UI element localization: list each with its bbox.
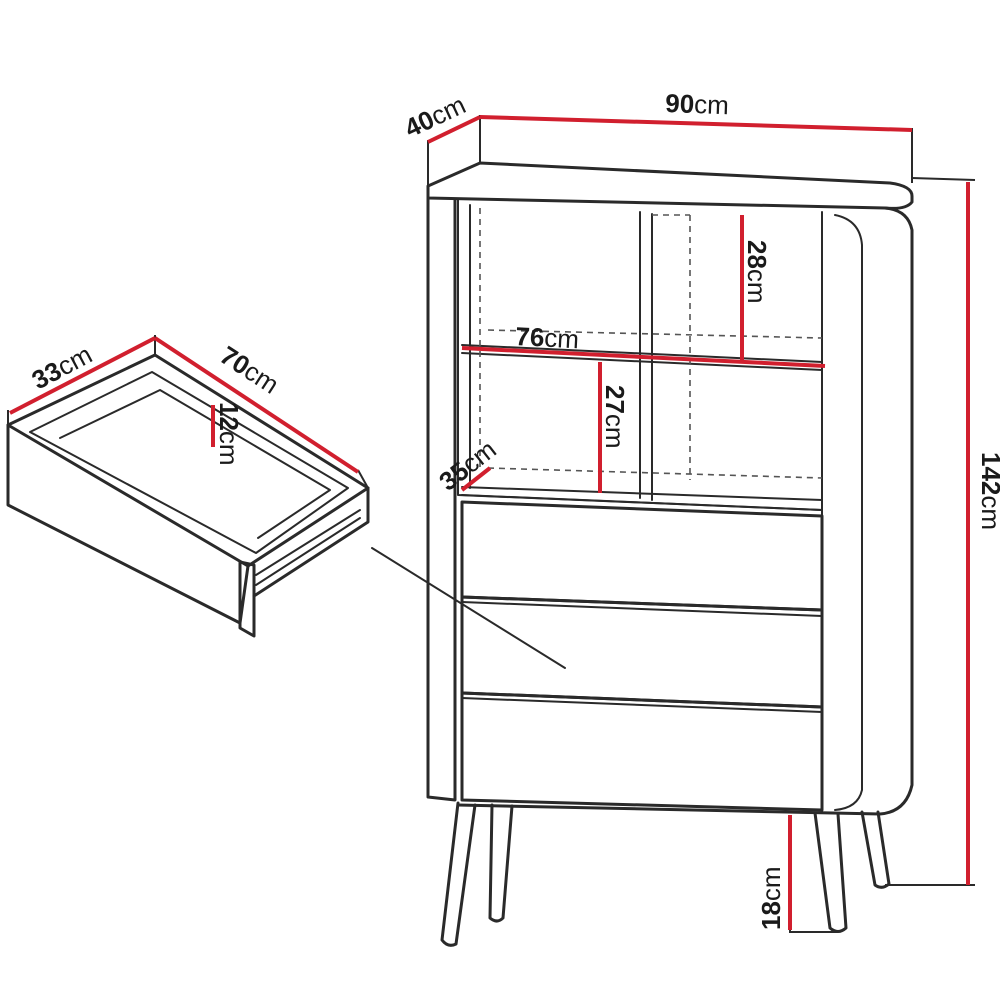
label-drawer-width: 70cm [215, 340, 285, 400]
label-cabinet-depth: 40cm [400, 89, 470, 143]
drawer-front-3 [460, 691, 824, 812]
dim-line-drawer-depth [9, 336, 156, 415]
dim-line-interior-width [461, 346, 826, 368]
label-shelf-lower: 27cm [600, 385, 630, 449]
drawer-box-inner [29, 371, 349, 554]
cabinet [426, 161, 914, 947]
drawer-box-inner-floor [59, 389, 331, 539]
drawer-box-right-face [252, 486, 370, 598]
drawer-gaps [461, 601, 823, 713]
leg-front-right [813, 811, 848, 933]
cabinet-left-side [426, 196, 457, 802]
cabinet-top [426, 161, 914, 210]
leg-front-left [440, 801, 477, 947]
cabinet-right-inner [834, 214, 863, 811]
dim-line-cabinet-depth [427, 115, 481, 144]
drawer-rail [255, 509, 361, 586]
label-cabinet-height: 142cm [976, 452, 1000, 530]
drawer-box-left-face [6, 423, 250, 625]
dim-line-shelf-depth [460, 466, 492, 492]
dimension-lines [7, 115, 976, 933]
drawer-detail [6, 353, 566, 669]
label-leg-height: 18cm [756, 866, 786, 930]
drawer-front-panel [238, 560, 256, 638]
leg-back-right [860, 810, 891, 889]
dim-line-cabinet-width [479, 115, 913, 132]
cabinet-right-side [456, 206, 914, 816]
label-interior-width: 76cm [515, 321, 580, 354]
hidden-edges [479, 208, 823, 480]
bottom-shelf [461, 486, 823, 511]
label-cabinet-width: 90cm [665, 88, 730, 120]
leg-back-left [488, 803, 514, 923]
shelf-board [461, 344, 823, 371]
label-drawer-height: 12cm [214, 402, 244, 466]
label-shelf-top: 28cm [742, 240, 772, 304]
drawer-callout-line [371, 547, 566, 669]
dim-line-drawer-width [153, 336, 360, 474]
drawer-front-1 [460, 500, 824, 612]
